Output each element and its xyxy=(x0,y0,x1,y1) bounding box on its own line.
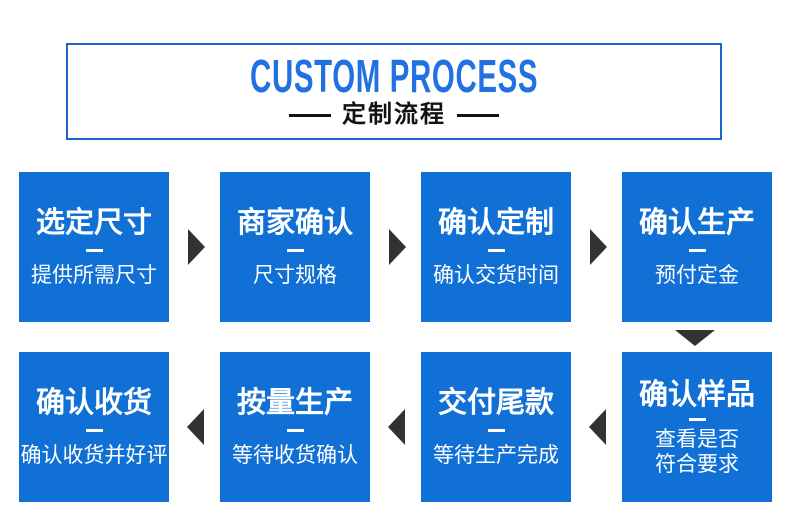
step-title: 选定尺寸 xyxy=(35,207,152,239)
step-title: 确认定制 xyxy=(437,207,554,239)
step-subtitle: 提供所需尺寸 xyxy=(31,264,157,287)
step-box-select-size: 选定尺寸 提供所需尺寸 xyxy=(19,172,169,322)
step-box-confirm-sample: 确认样品 查看是否 符合要求 xyxy=(622,352,772,502)
flow-arrow-right-icon xyxy=(188,229,205,265)
step-subtitle: 等待生产完成 xyxy=(433,444,559,467)
step-subtitle-line2: 符合要求 xyxy=(655,452,739,476)
step-subtitle: 确认交货时间 xyxy=(433,264,559,287)
step-subtitle: 等待收货确认 xyxy=(232,444,358,467)
flow-arrow-down-icon xyxy=(675,330,715,346)
right-dash-line xyxy=(457,113,499,117)
page-subtitle: 定制流程 xyxy=(342,101,446,128)
step-title: 交付尾款 xyxy=(437,387,554,419)
flow-arrow-left-icon xyxy=(589,409,606,445)
header-panel: CUSTOM PROCESS 定制流程 xyxy=(66,43,722,140)
title-underline-dash xyxy=(487,429,505,432)
subtitle-row: 定制流程 xyxy=(289,102,499,128)
step-title: 商家确认 xyxy=(236,207,353,239)
step-box-pay-balance: 交付尾款 等待生产完成 xyxy=(421,352,571,502)
title-underline-dash xyxy=(286,429,304,432)
step-title: 按量生产 xyxy=(236,387,353,419)
step-box-confirm-production: 确认生产 预付定金 xyxy=(622,172,772,322)
step-subtitle: 查看是否 xyxy=(655,427,739,451)
step-box-merchant-confirm: 商家确认 尺寸规格 xyxy=(220,172,370,322)
flow-arrow-left-icon xyxy=(187,409,204,445)
step-title: 确认收货 xyxy=(35,387,152,419)
flow-arrow-right-icon xyxy=(590,229,607,265)
title-underline-dash xyxy=(688,417,706,421)
step-box-confirm-customization: 确认定制 确认交货时间 xyxy=(421,172,571,322)
page-title: CUSTOM PROCESS xyxy=(249,50,539,102)
step-box-batch-production: 按量生产 等待收货确认 xyxy=(220,352,370,502)
step-title: 确认生产 xyxy=(638,207,755,239)
step-title: 确认样品 xyxy=(638,378,755,411)
flow-arrow-right-icon xyxy=(389,229,406,265)
flow-arrow-left-icon xyxy=(388,409,405,445)
step-subtitle: 尺寸规格 xyxy=(253,264,337,287)
step-box-confirm-receipt: 确认收货 确认收货并好评 xyxy=(19,352,169,502)
title-underline-dash xyxy=(286,249,304,252)
step-subtitle: 确认收货并好评 xyxy=(20,444,168,467)
title-underline-dash xyxy=(688,249,706,252)
left-dash-line xyxy=(289,113,331,117)
title-underline-dash xyxy=(85,429,103,432)
step-subtitle: 预付定金 xyxy=(655,264,739,287)
title-underline-dash xyxy=(487,249,505,252)
title-underline-dash xyxy=(85,249,103,252)
